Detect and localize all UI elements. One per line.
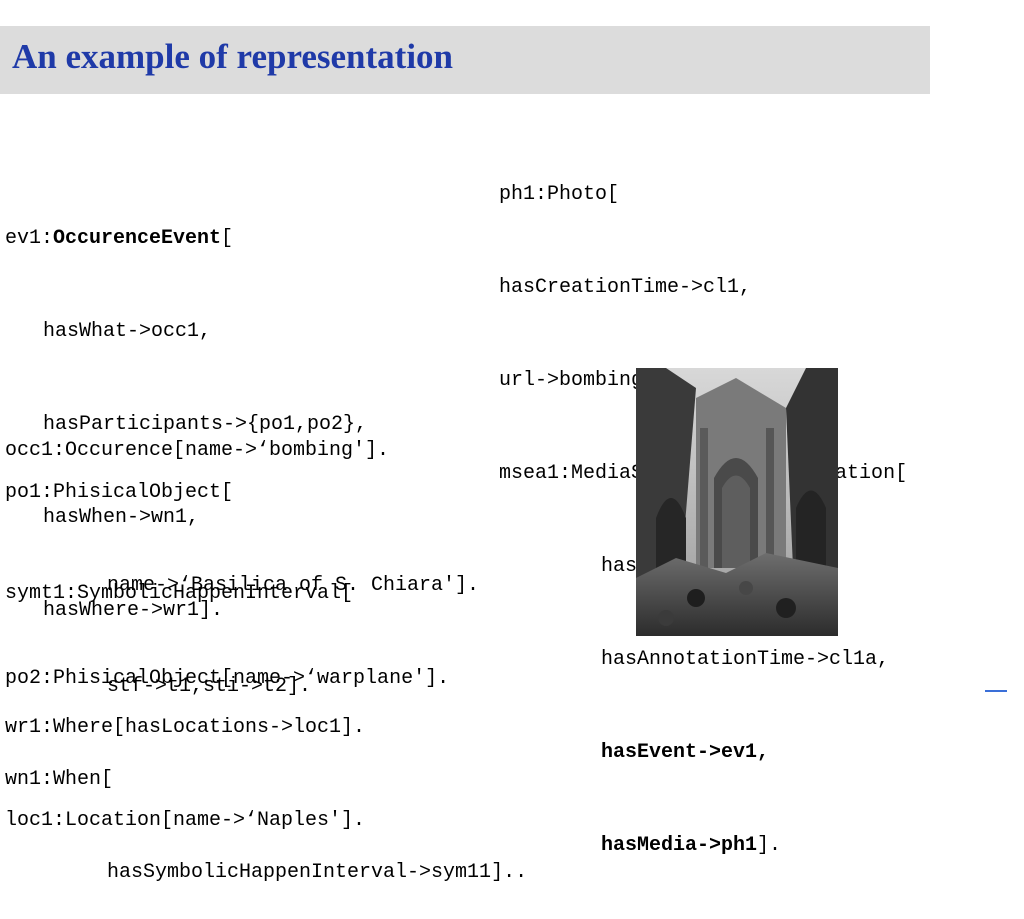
po-line: po2:PhisicalObject[name->‘warplane']. <box>5 667 450 690</box>
ph1-media-tail: ]. <box>757 834 782 857</box>
wr-line: loc1:Location[name->‘Naples']. <box>5 809 366 832</box>
physical-object-block: po1:PhisicalObject[ name->‘Basilica of S… <box>5 415 479 725</box>
ev1-header: ev1:OccurenceEvent[ <box>5 223 367 254</box>
ev1-line: hasWhat->occ1, <box>43 320 212 343</box>
ph1-line: ph1:Photo[ <box>499 183 620 206</box>
symt-line: stf->t1,sti->t2]. <box>107 675 312 698</box>
po-line: name->‘Basilica of S. Chiara']. <box>107 574 480 597</box>
title-bar <box>0 26 930 94</box>
ph1-event-line: hasEvent->ev1, <box>601 741 770 764</box>
slide-title: An example of representation <box>12 37 454 76</box>
symt-line: symt1:SymbolicHappenInterval[ <box>5 582 354 605</box>
wr-line: wr1:Where[hasLocations->loc1]. <box>5 716 366 739</box>
occ1-line: occ1:Occurence[name->‘bombing']. <box>5 439 390 462</box>
where-location-block: wr1:Where[hasLocations->loc1]. loc1:Loca… <box>5 650 365 867</box>
slide-link-dash <box>985 690 1007 692</box>
ruined-basilica-photo-icon <box>636 368 838 636</box>
ph1-line: hasCreationTime->cl1, <box>499 276 752 299</box>
ev1-type: OccurenceEvent <box>53 227 222 250</box>
ph1-media-line: hasMedia->ph1]. <box>499 830 907 861</box>
ev1-line: hasWhere->wr1]. <box>43 599 224 622</box>
ev1-line: hasParticipants->{po1,po2}, <box>43 413 368 436</box>
ph1-line: hasAnnotationTime->cl1a, <box>601 648 890 671</box>
ev1-block: ev1:OccurenceEvent[ hasWhat->occ1, hasPa… <box>5 161 367 657</box>
ph1-media-bold: hasMedia->ph1 <box>601 834 758 857</box>
occ1-block: occ1:Occurence[name->‘bombing']. <box>5 373 389 497</box>
ev1-prefix: ev1: <box>5 227 54 250</box>
ev1-line: hasWhen->wn1, <box>43 506 200 529</box>
po-line: po1:PhisicalObject[ <box>5 481 234 504</box>
ev1-open: [ <box>221 227 234 250</box>
